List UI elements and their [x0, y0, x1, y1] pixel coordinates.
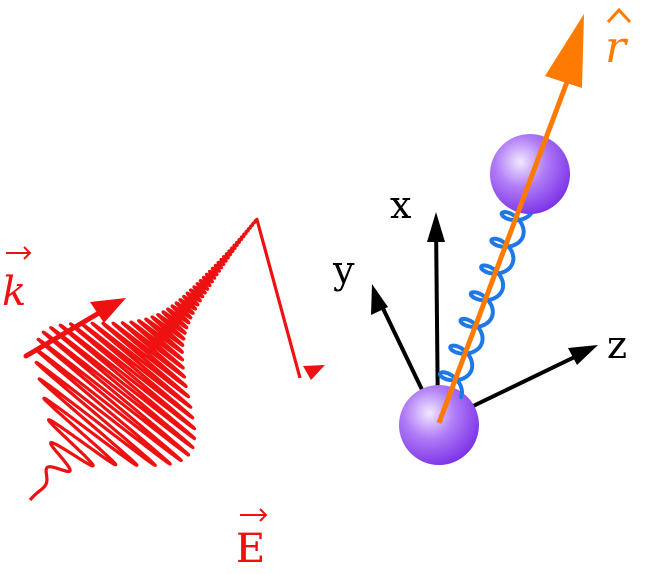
svg-text:E: E — [236, 526, 265, 572]
atom-lower — [399, 385, 479, 465]
wave-vector-label: k — [2, 246, 32, 315]
svg-text:k: k — [2, 269, 26, 315]
axis-x-label: x — [390, 183, 411, 227]
svg-text:r: r — [605, 22, 629, 73]
wave-vector-arrow — [23, 298, 126, 359]
electric-field-pulse — [28, 217, 325, 502]
pulse-arrowhead — [303, 365, 325, 380]
bond-direction-arrow — [436, 14, 584, 424]
bond-direction-label: r — [605, 7, 632, 73]
spring-bond — [438, 208, 536, 399]
field-label: E — [236, 508, 268, 572]
axis-y-label: y — [332, 248, 355, 292]
axis-z-label: z — [607, 323, 627, 367]
